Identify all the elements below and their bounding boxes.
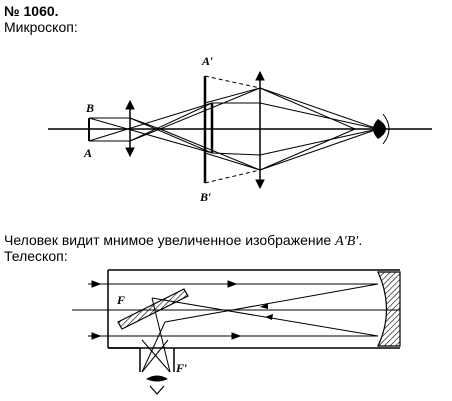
eye-icon xyxy=(373,113,390,145)
label-f-prime: F′ xyxy=(175,361,187,375)
statement-line: Человек видит мнимое увеличенное изображ… xyxy=(4,232,362,250)
label-b: B xyxy=(85,101,94,115)
problem-number: № 1060. xyxy=(4,3,59,19)
microscope-title: Микроскоп: xyxy=(4,19,78,35)
telescope-title: Телескоп: xyxy=(4,248,68,264)
secondary-mirror xyxy=(117,288,189,330)
label-f: F xyxy=(116,293,125,307)
label-a: A xyxy=(83,146,92,160)
statement-prefix: Человек видит мнимое увеличенное изображ… xyxy=(4,232,336,248)
primary-mirror xyxy=(377,271,401,347)
telescope-eye-icon xyxy=(146,375,168,395)
label-a-prime: A′ xyxy=(201,54,213,68)
statement-object: A′B′ xyxy=(335,234,359,249)
label-b-prime: B′ xyxy=(199,190,211,204)
microscope-diagram: B A A′ B′ xyxy=(48,54,432,204)
statement-suffix: . xyxy=(358,232,363,248)
